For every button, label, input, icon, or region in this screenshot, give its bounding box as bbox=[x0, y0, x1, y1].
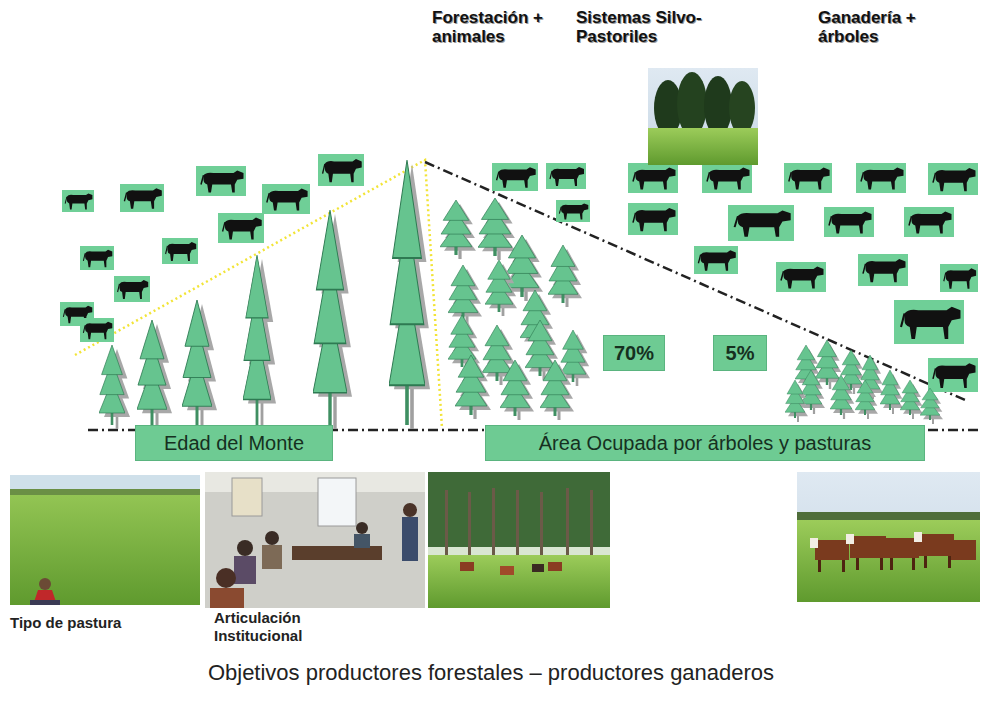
photo-label: Tipo de pastura bbox=[10, 614, 200, 632]
axis-label-box: Área Ocupada por árboles y pasturas bbox=[485, 425, 925, 461]
node-text: Área Ocupada por árboles y pasturas bbox=[496, 431, 914, 455]
percent-box: 70% bbox=[603, 335, 665, 371]
node-text: Edad del Monte bbox=[146, 431, 322, 455]
photo-label: Articulación Institucional bbox=[214, 609, 374, 645]
node-text: 70% bbox=[614, 341, 654, 365]
node-text: 5% bbox=[724, 341, 756, 365]
caption: Objetivos productores forestales – produ… bbox=[0, 660, 982, 686]
axis-label-box: Edad del Monte bbox=[135, 425, 333, 461]
percent-box: 5% bbox=[713, 335, 767, 371]
column-heading: Ganadería + árboles bbox=[818, 8, 938, 46]
column-heading: Sistemas Silvo-Pastoriles bbox=[576, 8, 718, 46]
column-heading: Forestación + animales bbox=[432, 8, 544, 46]
